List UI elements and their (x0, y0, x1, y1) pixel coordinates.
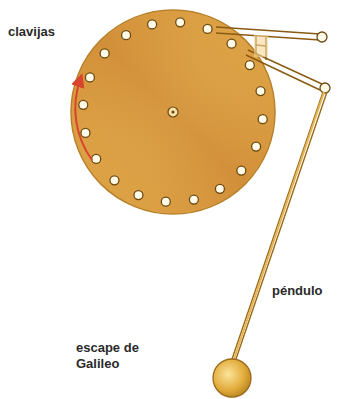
peg (134, 191, 143, 200)
pendulum-bob (213, 359, 251, 397)
peg (189, 195, 198, 204)
wheel-shading (72, 11, 274, 213)
peg (215, 184, 224, 193)
pallet-lever (216, 27, 322, 90)
peg (256, 87, 265, 96)
part-label: péndulo (272, 283, 323, 299)
peg (203, 24, 212, 33)
peg (227, 39, 236, 48)
peg (176, 18, 185, 27)
peg (81, 128, 90, 137)
wheel (71, 10, 275, 214)
lever-link (254, 35, 268, 57)
part-label: clavijas (8, 24, 55, 40)
rotation-arrow (75, 80, 92, 160)
pendulum-rod (231, 92, 327, 362)
peg (92, 154, 101, 163)
pendulum-rod-fill (233, 92, 324, 362)
wheel-axle (171, 110, 174, 113)
peg (245, 61, 254, 70)
lever-pivot (317, 32, 327, 42)
peg (258, 115, 267, 124)
wheel-hub (168, 107, 178, 117)
peg (110, 176, 119, 185)
peg (79, 100, 88, 109)
peg (252, 142, 261, 151)
peg (100, 49, 109, 58)
peg (85, 73, 94, 82)
caption-label: escape de Galileo (76, 340, 148, 373)
peg (161, 197, 170, 206)
pegs (79, 18, 267, 206)
peg (122, 31, 131, 40)
pendulum-pivot (320, 83, 330, 93)
peg (237, 166, 246, 175)
peg (148, 20, 157, 29)
